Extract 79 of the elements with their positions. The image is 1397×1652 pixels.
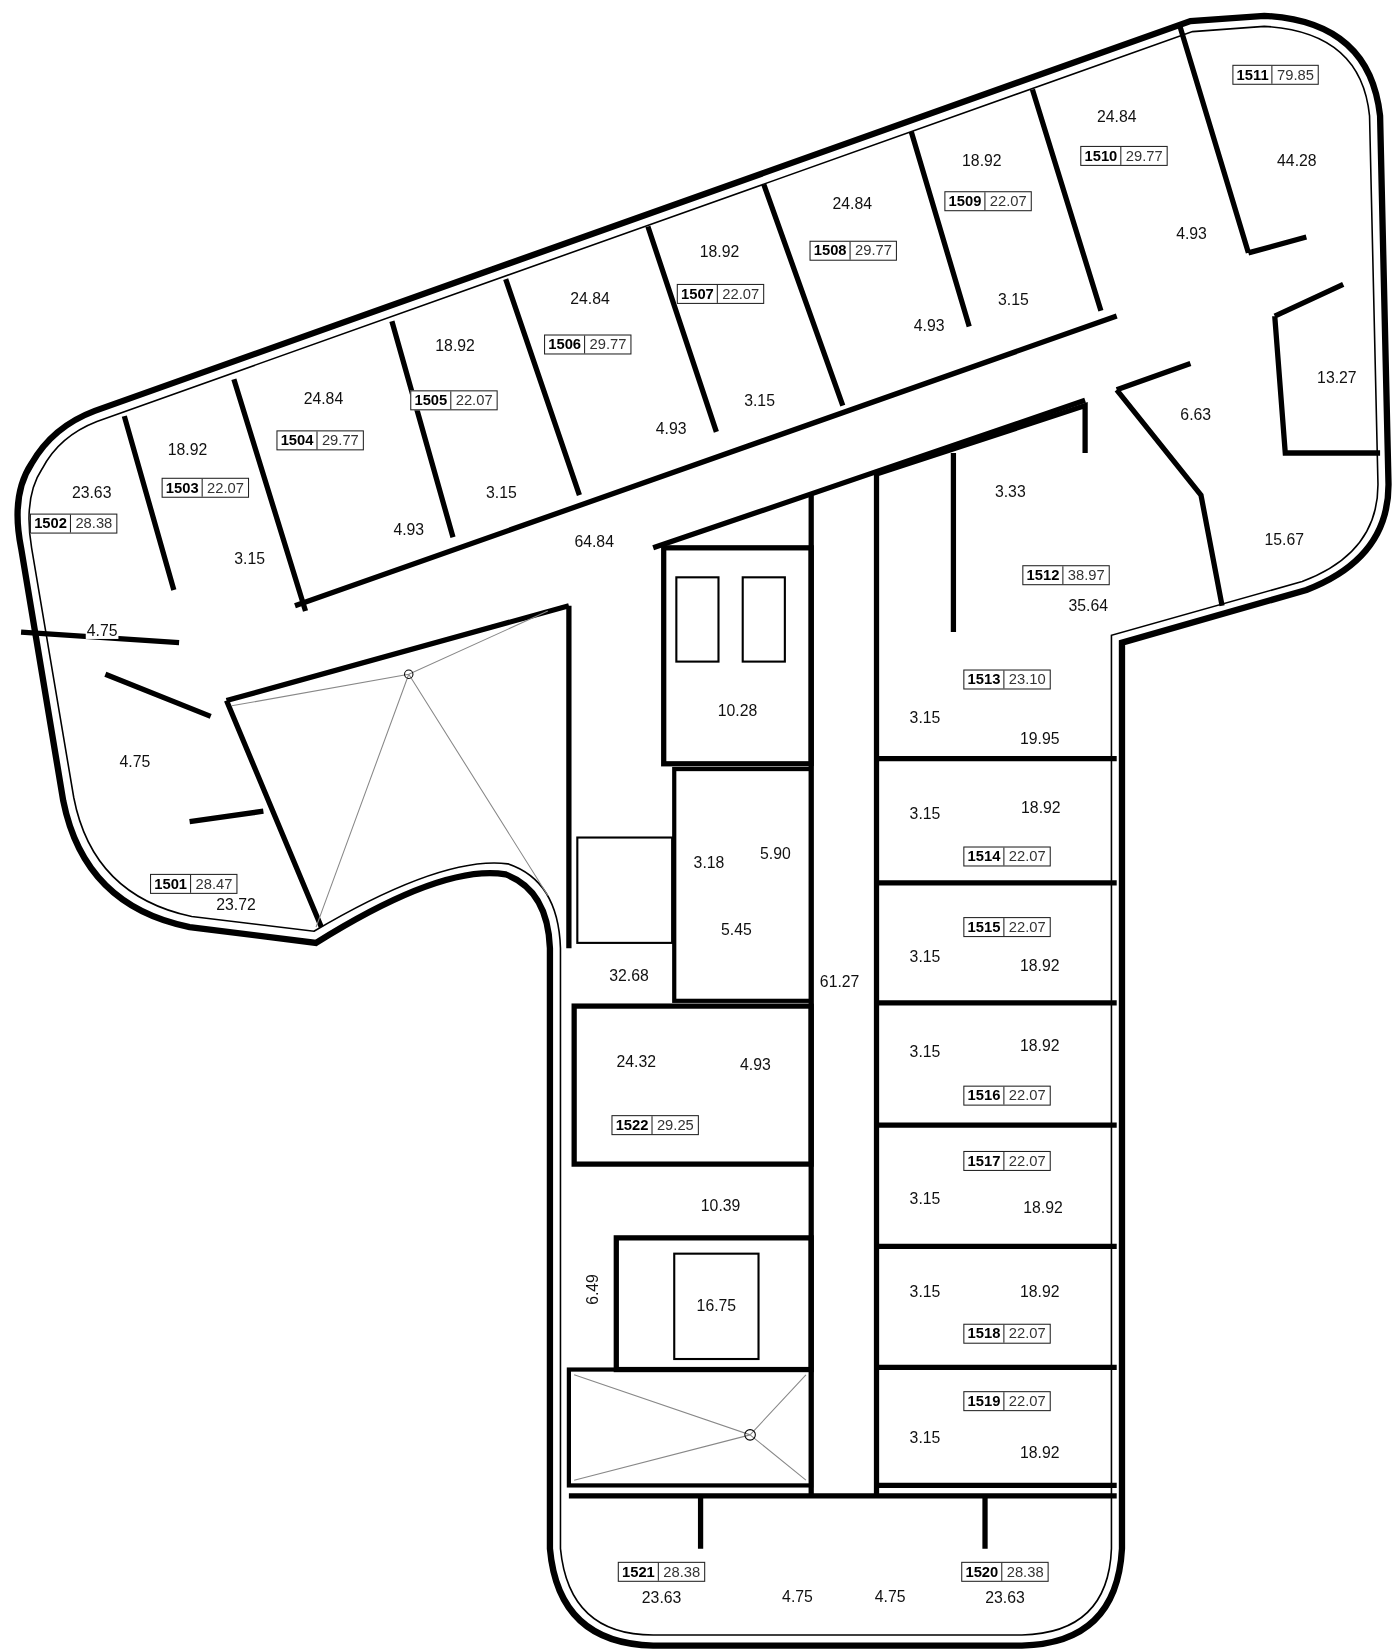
unit-area: 22.07 [1003, 1324, 1050, 1343]
unit-tag [1232, 64, 1320, 85]
unit-tag [611, 1115, 700, 1136]
room-area: 6.49 [583, 1273, 601, 1306]
unit-number: 1508 [812, 241, 848, 260]
unit-area: 22.07 [1003, 1392, 1050, 1411]
unit-area: 22.07 [984, 192, 1031, 211]
unit-number: 1521 [621, 1562, 656, 1581]
unit-area: 22.07 [201, 478, 249, 497]
unit-tag [963, 917, 1051, 938]
unit-area: 22.07 [1003, 918, 1050, 937]
unit-area: 28.47 [190, 874, 237, 893]
unit-number: 1522 [614, 1116, 650, 1135]
unit-tag [963, 1391, 1051, 1412]
unit-number: 1514 [966, 847, 1002, 866]
unit-tag [963, 1323, 1051, 1344]
unit-area: 22.07 [1003, 1152, 1050, 1170]
unit-area: 29.77 [1120, 146, 1167, 165]
unit-number: 1516 [966, 1086, 1002, 1105]
unit-area: 79.85 [1271, 65, 1319, 84]
room-area: 4.93 [738, 1055, 772, 1073]
unit-area: 28.38 [657, 1562, 705, 1581]
unit-number: 1517 [966, 1152, 1002, 1170]
unit-number: 1519 [966, 1392, 1002, 1411]
unit-number: 1520 [964, 1562, 1000, 1581]
room-area: 18.92 [1020, 798, 1062, 816]
unit-area: 28.38 [1001, 1562, 1048, 1581]
unit-tag [544, 334, 632, 355]
unit-area: 29.77 [316, 431, 364, 450]
unit-area: 38.97 [1062, 566, 1109, 585]
unit-tag [161, 477, 250, 498]
unit-tag [1022, 565, 1110, 586]
unit-tag [944, 191, 1032, 212]
unit-number: 1512 [1025, 566, 1061, 585]
unit-area: 22.07 [1003, 1086, 1050, 1105]
unit-tag [809, 240, 898, 261]
unit-number: 1513 [966, 670, 1002, 689]
room-area: 18.92 [1018, 956, 1061, 974]
unit-number: 1504 [279, 431, 315, 450]
unit-area: 23.10 [1003, 670, 1050, 689]
unit-tag [676, 283, 765, 304]
unit-number: 1518 [966, 1324, 1002, 1343]
unit-area: 28.38 [70, 514, 117, 533]
unit-area: 29.77 [849, 241, 897, 260]
unit-number: 1515 [966, 918, 1002, 937]
unit-tag [150, 873, 238, 894]
unit-number: 1506 [547, 335, 583, 354]
unit-tag [1080, 145, 1168, 166]
unit-number: 1509 [947, 192, 983, 211]
unit-tag [963, 1085, 1051, 1106]
unit-area: 22.07 [1003, 847, 1050, 866]
unit-tag [276, 430, 365, 451]
unit-number: 1501 [153, 874, 189, 893]
unit-area: 22.07 [716, 284, 764, 303]
unit-tag [963, 1150, 1051, 1171]
unit-area: 29.77 [584, 335, 631, 354]
unit-tag [29, 513, 118, 534]
unit-tag [617, 1561, 706, 1582]
unit-number: 1502 [33, 514, 68, 533]
unit-number: 1510 [1083, 146, 1119, 165]
unit-number: 1503 [164, 478, 200, 497]
unit-number: 1511 [1235, 65, 1270, 84]
room-area: 4.75 [85, 621, 119, 639]
unit-tag [410, 390, 498, 411]
room-area: 6.63 [1179, 405, 1213, 423]
room-area: 4.75 [873, 1587, 907, 1605]
room-area: 3.15 [485, 483, 518, 501]
room-area: 4.75 [781, 1587, 814, 1605]
unit-number: 1507 [680, 284, 715, 303]
room-area: 23.63 [70, 483, 113, 501]
unit-number: 1505 [413, 391, 449, 410]
room-area: 10.28 [716, 701, 759, 719]
unit-tag [963, 846, 1051, 867]
unit-area: 29.25 [651, 1116, 699, 1135]
unit-area: 22.07 [450, 391, 497, 410]
room-area: 3.15 [908, 1428, 942, 1446]
unit-tag [961, 1561, 1049, 1582]
room-area: 3.33 [993, 482, 1027, 500]
unit-tag [963, 669, 1051, 690]
